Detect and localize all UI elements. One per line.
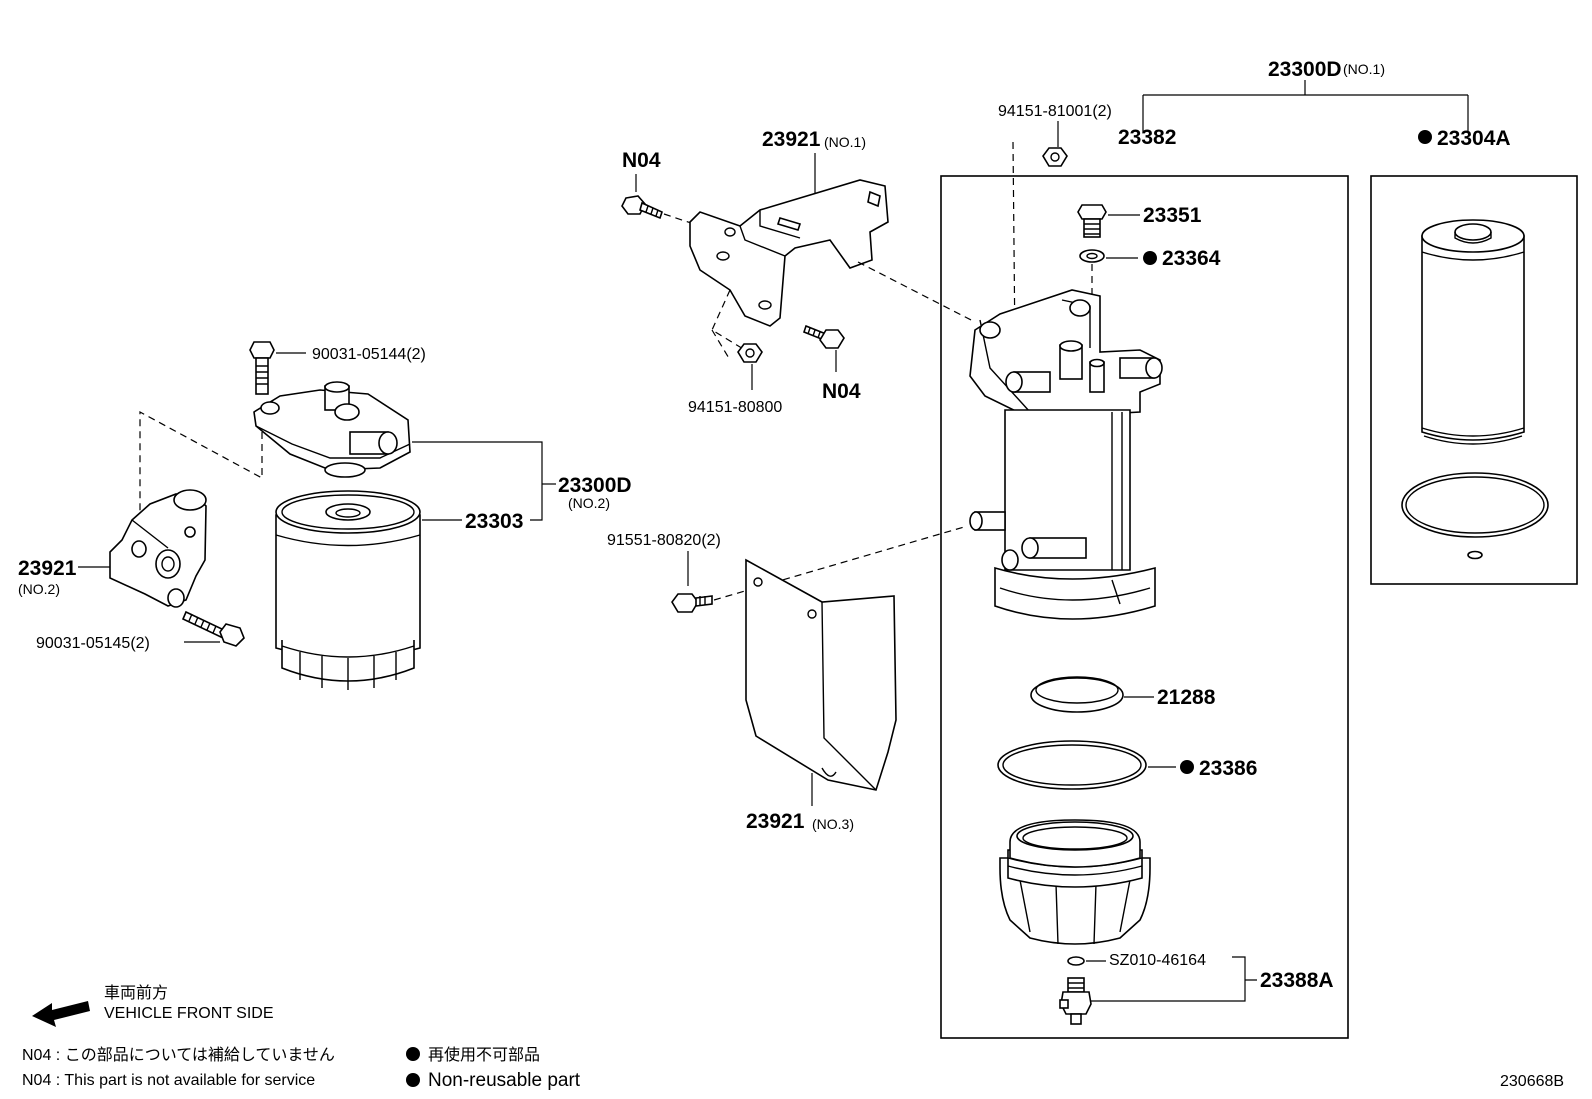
screw[interactable] xyxy=(671,593,713,613)
filter-cartridge[interactable] xyxy=(275,490,421,690)
filter-bowl[interactable] xyxy=(999,819,1151,945)
arrow-left-icon xyxy=(32,1001,90,1027)
gasket-top[interactable] xyxy=(1079,249,1105,263)
bracket2-label[interactable]: 23921 xyxy=(18,557,77,580)
screw-label[interactable]: 91551-80820(2) xyxy=(607,532,721,549)
assy-no2-sub: (NO.2) xyxy=(568,495,610,511)
filter-head[interactable] xyxy=(253,381,411,478)
bracket-no2[interactable] xyxy=(109,489,207,608)
gasket-label[interactable]: 23364 xyxy=(1162,247,1221,270)
notes-group: 車両前方 VEHICLE FRONT SIDE N04 : この部品については補… xyxy=(22,984,1564,1091)
direction-en: VEHICLE FRONT SIDE xyxy=(104,1005,274,1022)
assembly-no1-group: 23300D (NO.1) 23382 23304A 94151-81001(2… xyxy=(940,58,1578,1039)
drain-oring[interactable] xyxy=(1067,956,1085,966)
drain-cock[interactable] xyxy=(1059,977,1092,1025)
assy-no1-sub: (NO.1) xyxy=(1343,61,1385,77)
oring-23386[interactable] xyxy=(997,740,1147,790)
drain-oring-label[interactable]: SZ010-46164 xyxy=(1109,952,1206,969)
filter-case[interactable] xyxy=(969,289,1163,620)
drain-plug-top[interactable] xyxy=(1077,204,1107,238)
bolt-lower-label[interactable]: 90031-05145(2) xyxy=(36,635,150,652)
bolt-upper[interactable] xyxy=(249,341,275,395)
bolt-n04-top[interactable] xyxy=(621,195,663,220)
element-assembly-box xyxy=(1370,175,1578,585)
bolt-lower[interactable] xyxy=(181,610,245,647)
nonreuse-jp: 再使用不可部品 xyxy=(428,1046,540,1064)
bracket3-sub: (NO.3) xyxy=(812,816,854,832)
diagram-id: 230668B xyxy=(1500,1073,1564,1090)
nonreuse-en: Non-reusable part xyxy=(428,1070,581,1091)
drain-label[interactable]: 23388A xyxy=(1260,969,1334,992)
case-label[interactable]: 23382 xyxy=(1118,126,1176,149)
bracket2-sub: (NO.2) xyxy=(18,581,60,597)
element-oring-small[interactable] xyxy=(1467,550,1483,560)
bracket-no3[interactable] xyxy=(745,558,897,791)
assy-no2-label[interactable]: 23300D xyxy=(558,474,632,497)
n04-top-label[interactable]: N04 xyxy=(622,149,661,172)
bolt-n04-bottom[interactable] xyxy=(803,324,845,349)
element-oring-large[interactable] xyxy=(1401,472,1549,538)
assembly-no2-group: 90031-05144(2) 23300D (NO.2) xyxy=(18,341,632,690)
nut-bracket[interactable] xyxy=(737,343,763,363)
n04-note-en: N04 : This part is not available for ser… xyxy=(22,1072,315,1089)
nut-top[interactable] xyxy=(1042,147,1068,167)
non-reusable-icon xyxy=(1143,251,1157,265)
element-label[interactable]: 23304A xyxy=(1437,127,1511,150)
non-reusable-icon xyxy=(1418,130,1432,144)
assy-no1-label[interactable]: 23300D xyxy=(1268,58,1342,81)
filter-cart-label[interactable]: 23303 xyxy=(465,510,523,533)
direction-jp: 車両前方 xyxy=(104,984,168,1002)
ring-21288[interactable] xyxy=(1030,676,1124,713)
nut-top-label[interactable]: 94151-81001(2) xyxy=(998,103,1112,120)
n04-note-jp: N04 : この部品については補給していません xyxy=(22,1046,335,1064)
filter-element[interactable] xyxy=(1421,219,1525,445)
non-reusable-icon xyxy=(406,1047,420,1061)
bracket-no1[interactable] xyxy=(689,179,889,327)
oring-label[interactable]: 23386 xyxy=(1199,757,1257,780)
ring-label[interactable]: 21288 xyxy=(1157,686,1216,709)
bracket-no3-group: 91551-80820(2) 23921 (NO.3) xyxy=(607,526,965,833)
non-reusable-icon xyxy=(406,1073,420,1087)
plug-label[interactable]: 23351 xyxy=(1143,204,1202,227)
bolt-upper-label[interactable]: 90031-05144(2) xyxy=(312,346,426,363)
bracket3-label[interactable]: 23921 xyxy=(746,810,805,833)
non-reusable-icon xyxy=(1180,760,1194,774)
case-assembly-box xyxy=(940,175,1349,1039)
nut-bracket-label[interactable]: 94151-80800 xyxy=(688,399,782,416)
n04-bottom-label[interactable]: N04 xyxy=(822,380,861,403)
bracket-no1-group: N04 23921 (NO.1) xyxy=(621,128,976,416)
bracket1-label[interactable]: 23921 xyxy=(762,128,821,151)
bracket1-sub: (NO.1) xyxy=(824,134,866,150)
